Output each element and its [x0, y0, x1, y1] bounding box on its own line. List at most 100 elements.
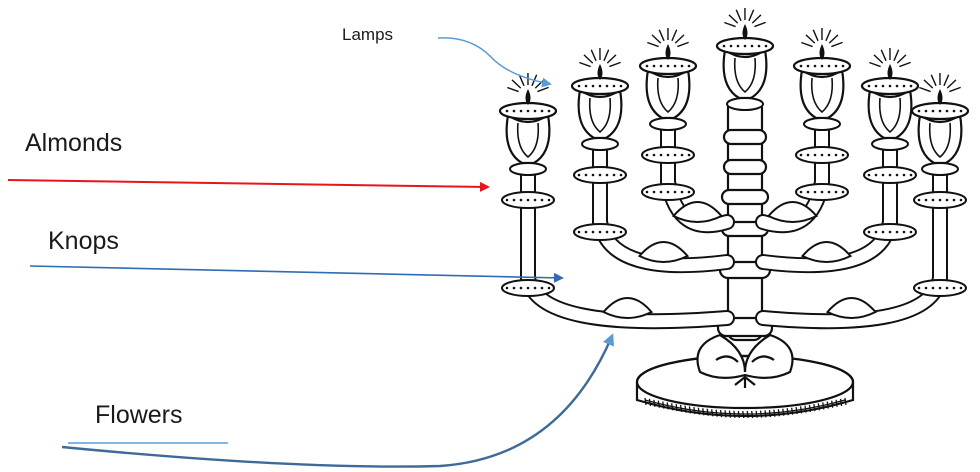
flame-ray: [930, 74, 937, 87]
lamp-dot: [736, 44, 740, 48]
cup-petal: [878, 97, 902, 134]
knop-dot: [813, 190, 817, 194]
lamp-dot: [867, 84, 871, 88]
knop-dot: [577, 230, 581, 234]
flame-ray: [754, 21, 766, 28]
lamp-dot: [909, 84, 913, 88]
flame-ray: [647, 41, 659, 48]
almond-cup: [577, 88, 623, 140]
almond-cup: [799, 68, 845, 120]
base-leaves: [696, 333, 794, 388]
flame-ray: [869, 61, 881, 68]
lamp-dot: [729, 44, 733, 48]
knop-dot: [820, 190, 824, 194]
hatch-tick: [786, 408, 789, 416]
cup-knop: [871, 137, 909, 151]
flame-ray: [748, 9, 755, 22]
hatch-tick: [817, 403, 820, 411]
cup-petal: [928, 122, 952, 159]
lamp-dot: [547, 109, 551, 113]
flame-ray: [724, 21, 736, 28]
hatch-tick: [791, 407, 794, 415]
lamp-dot: [743, 44, 747, 48]
hatch-tick: [755, 410, 758, 418]
knop-dot: [584, 230, 588, 234]
lamp-dot: [519, 109, 523, 113]
knop-dot: [612, 173, 616, 177]
hatch-tick: [751, 410, 754, 419]
hatch-tick: [697, 407, 700, 415]
arm-flower: [671, 201, 724, 223]
knop-dot: [577, 173, 581, 177]
flame-ray: [671, 29, 678, 42]
knop-dot: [881, 173, 885, 177]
hatch-tick: [733, 410, 736, 418]
knop-dot: [874, 230, 878, 234]
lamp-dot: [820, 64, 824, 68]
flame-ray: [674, 34, 685, 44]
knop-dot: [799, 190, 803, 194]
lamp-dot: [680, 64, 684, 68]
lamp-dot: [598, 84, 602, 88]
hatch-tick: [804, 405, 807, 413]
knop-dot: [666, 190, 670, 194]
lamp-dot: [750, 44, 754, 48]
knop-dot: [505, 198, 509, 202]
lamp-dot: [605, 84, 609, 88]
cup-knop: [803, 117, 841, 131]
knop-dot: [591, 173, 595, 177]
lamp-dot: [687, 64, 691, 68]
flame-ray: [511, 79, 522, 89]
knop-dot: [598, 173, 602, 177]
knop-dot: [673, 153, 677, 157]
knop-dot: [888, 173, 892, 177]
almonds-label: Almonds: [25, 129, 123, 157]
lamp-dot: [612, 84, 616, 88]
almond-cup: [867, 88, 913, 140]
hatch-tick: [648, 398, 652, 406]
lamp-dot: [659, 64, 663, 68]
hatch-tick: [653, 399, 656, 407]
knop-dot: [540, 286, 544, 290]
lamp-dot: [806, 64, 810, 68]
base-hatching: [644, 397, 847, 419]
lamp-dot: [938, 109, 942, 113]
lamp-dot: [722, 44, 726, 48]
lamps-arrow: [437, 37, 552, 88]
knop-dot: [605, 173, 609, 177]
flame-icon: [525, 89, 531, 105]
knop-dot: [841, 153, 845, 157]
knop-dot: [820, 153, 824, 157]
knop-dot: [547, 198, 551, 202]
knop-dot: [888, 230, 892, 234]
knop-dot: [874, 173, 878, 177]
lamp-dot: [666, 64, 670, 68]
knop-dot: [598, 230, 602, 234]
knop-dot: [526, 286, 530, 290]
hatch-tick: [688, 406, 692, 414]
lamps-label: Lamps: [342, 25, 394, 44]
knop-dot: [505, 286, 509, 290]
almonds-arrow: [7, 179, 490, 192]
flame-ray: [880, 49, 887, 62]
flame-ray: [831, 41, 843, 48]
flame-ray: [812, 29, 819, 42]
knop-dot: [687, 153, 691, 157]
lamp-dot: [505, 109, 509, 113]
knop-dot: [938, 286, 942, 290]
flame-ray: [537, 86, 549, 93]
flame-ray: [579, 61, 591, 68]
knop-dot: [533, 286, 537, 290]
hatch-tick: [835, 399, 838, 407]
flame-icon: [665, 44, 671, 60]
flame-ray: [609, 61, 621, 68]
cup-knop: [921, 162, 959, 176]
arm-flower: [601, 297, 654, 319]
hatch-tick: [831, 400, 834, 408]
lamp-dot: [917, 109, 921, 113]
flame-ray: [658, 29, 665, 42]
hatch-tick: [742, 410, 745, 419]
knop-dot: [931, 286, 935, 290]
flame-ray: [825, 29, 832, 42]
lamp-dot: [652, 64, 656, 68]
